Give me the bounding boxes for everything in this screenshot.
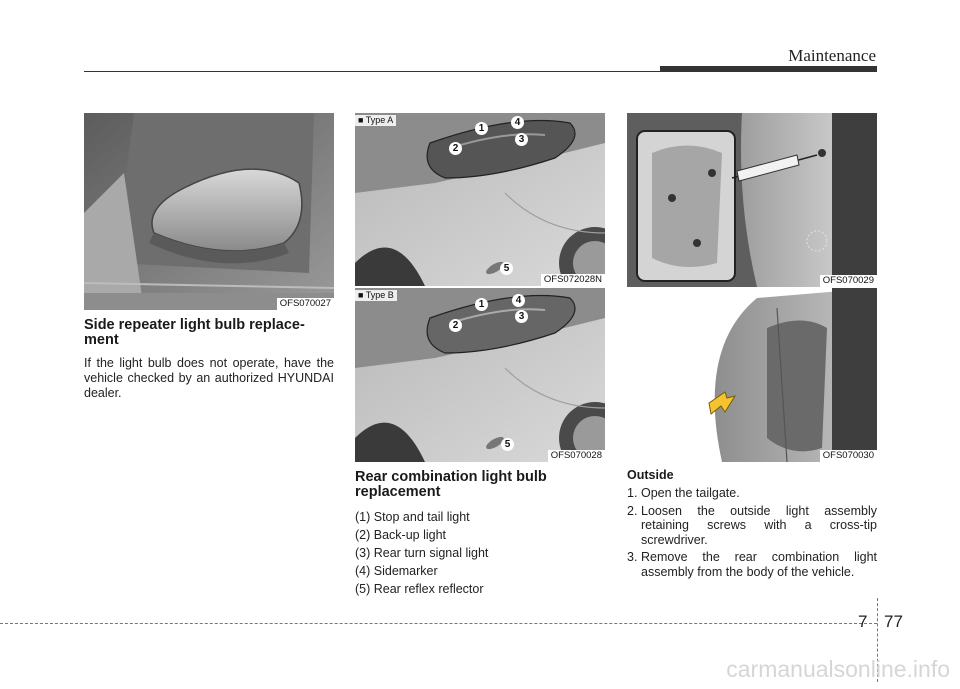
callout-4: 4 [512, 294, 525, 307]
screws-photo: OFS070029 [627, 113, 877, 287]
body-photo: OFS070030 [627, 288, 877, 462]
footer-rule [0, 623, 877, 624]
type-b-label: ■ Type B [355, 290, 397, 301]
figure-code: OFS070028 [547, 450, 605, 462]
header-rule-accent [660, 66, 877, 72]
list-item: (3) Rear turn signal light [355, 546, 489, 560]
step-number: 1. [627, 486, 638, 500]
type-a-photo: ■ Type A 1 2 3 4 5 OFS072028N [355, 113, 605, 286]
step-text: Remove the rear combination light assemb… [641, 550, 877, 579]
list-item: (5) Rear reflex reflector [355, 582, 484, 596]
watermark: carmanualsonline.info [726, 656, 950, 682]
callout-1: 1 [475, 298, 488, 311]
callout-4: 4 [511, 116, 524, 129]
figure-code: OFS070029 [819, 275, 877, 287]
section-title: Maintenance [788, 46, 876, 65]
step-item: 1. Open the tailgate. [627, 486, 877, 501]
step-text: Open the tailgate. [641, 486, 740, 500]
list-item: (4) Sidemarker [355, 564, 438, 578]
list-item: (2) Back-up light [355, 528, 447, 542]
chapter-number: 7 [858, 612, 868, 631]
callout-3: 3 [515, 133, 528, 146]
step-text: Loosen the outside light assembly retain… [641, 503, 877, 547]
step-item: 3. Remove the rear combination light ass… [627, 550, 877, 579]
section-heading-side-repeater: Side repeater light bulb replace-ment [84, 317, 305, 348]
callout-1: 1 [475, 122, 488, 135]
type-a-label: ■ Type A [355, 115, 397, 126]
step-item: 2. Loosen the outside light assembly ret… [627, 504, 877, 548]
step-number: 2. [627, 503, 638, 518]
callout-3: 3 [515, 310, 528, 323]
page-number: 77 [884, 612, 903, 631]
mirror-photo: OFS070027 [84, 113, 334, 310]
section-heading-rear-combination: Rear combination light bulb replacement [355, 469, 547, 500]
header-rule [84, 71, 660, 72]
list-item: (1) Stop and tail light [355, 510, 470, 524]
side-repeater-body: If the light bulb does not operate, have… [84, 356, 334, 400]
callout-5: 5 [500, 262, 513, 275]
callout-5: 5 [501, 438, 514, 451]
section-heading-outside: Outside [627, 468, 674, 482]
figure-code: OFS070030 [819, 450, 877, 462]
callout-2: 2 [449, 319, 462, 332]
step-number: 3. [627, 550, 638, 564]
footer-divider [877, 598, 878, 682]
type-b-photo: ■ Type B 1 2 3 4 5 OFS070028 [355, 288, 605, 462]
figure-code: OFS072028N [540, 274, 605, 286]
figure-code: OFS070027 [276, 298, 334, 310]
callout-2: 2 [449, 142, 462, 155]
